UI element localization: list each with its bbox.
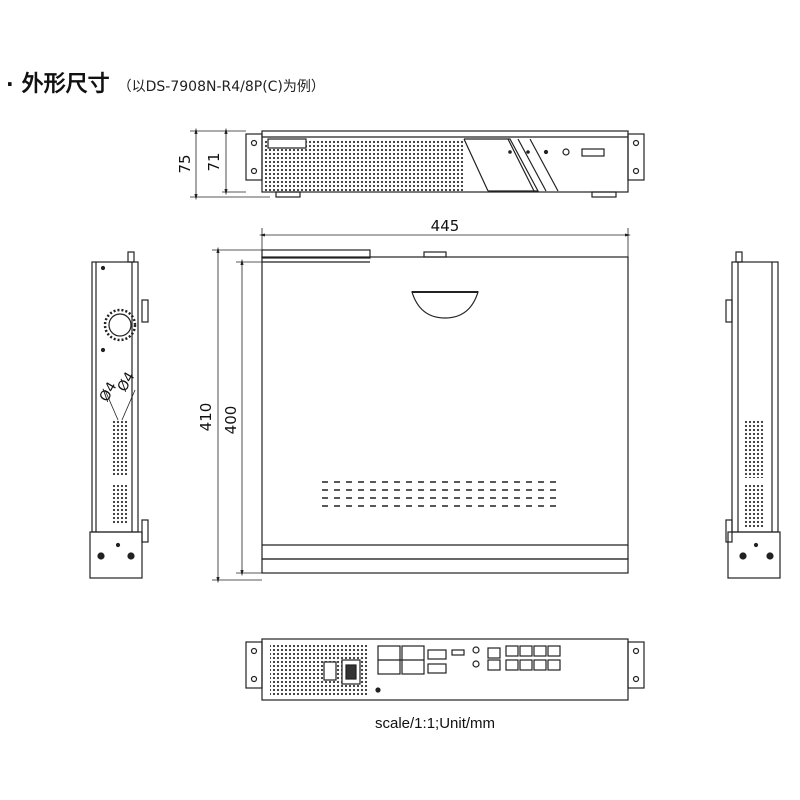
front-logo-plate: [267, 138, 307, 149]
dim-front-height-inner: 71: [205, 152, 223, 171]
rear-usb-port: [487, 647, 501, 659]
top-handle-recess: [411, 291, 479, 319]
dim-top-depth-inner: 400: [222, 406, 240, 435]
right-side-vent-2: [744, 485, 764, 527]
front-view: [190, 127, 645, 201]
left-side-fan-grille: [103, 308, 137, 342]
left-side-view: [89, 251, 149, 579]
right-side-view: [725, 251, 781, 579]
scale-caption: scale/1:1;Unit/mm: [375, 715, 496, 732]
rear-view: [245, 638, 645, 701]
front-power-button: [562, 148, 570, 156]
rear-lan-port: [487, 659, 501, 671]
top-body: [261, 256, 629, 560]
front-usb-port: [581, 148, 605, 157]
left-side-vent-1: [112, 420, 128, 475]
front-panel: [261, 130, 629, 193]
rear-panel: [261, 638, 629, 701]
rear-vga-port: [427, 649, 447, 660]
right-side-front-ear: [727, 531, 781, 579]
heading-title: 外形尺寸: [21, 72, 110, 97]
heading-bullet: ·: [6, 72, 14, 96]
top-vent-slots: [322, 481, 556, 507]
dim-top-width: 445: [431, 217, 460, 235]
dim-front-height-outer: 75: [176, 154, 194, 173]
left-side-vent-2: [112, 485, 128, 525]
left-side-front-ear: [89, 531, 143, 579]
dim-top-depth-outer: 410: [197, 403, 215, 432]
right-side-vent-1: [744, 420, 764, 478]
section-heading: · 外形尺寸 （以DS-7908N-R4/8P(C)为例）: [6, 66, 325, 97]
heading-subtitle: （以DS-7908N-R4/8P(C)为例）: [117, 79, 325, 95]
top-view: [212, 228, 632, 584]
rear-poe-ports: [505, 645, 561, 671]
rear-rs232-port: [427, 663, 447, 674]
